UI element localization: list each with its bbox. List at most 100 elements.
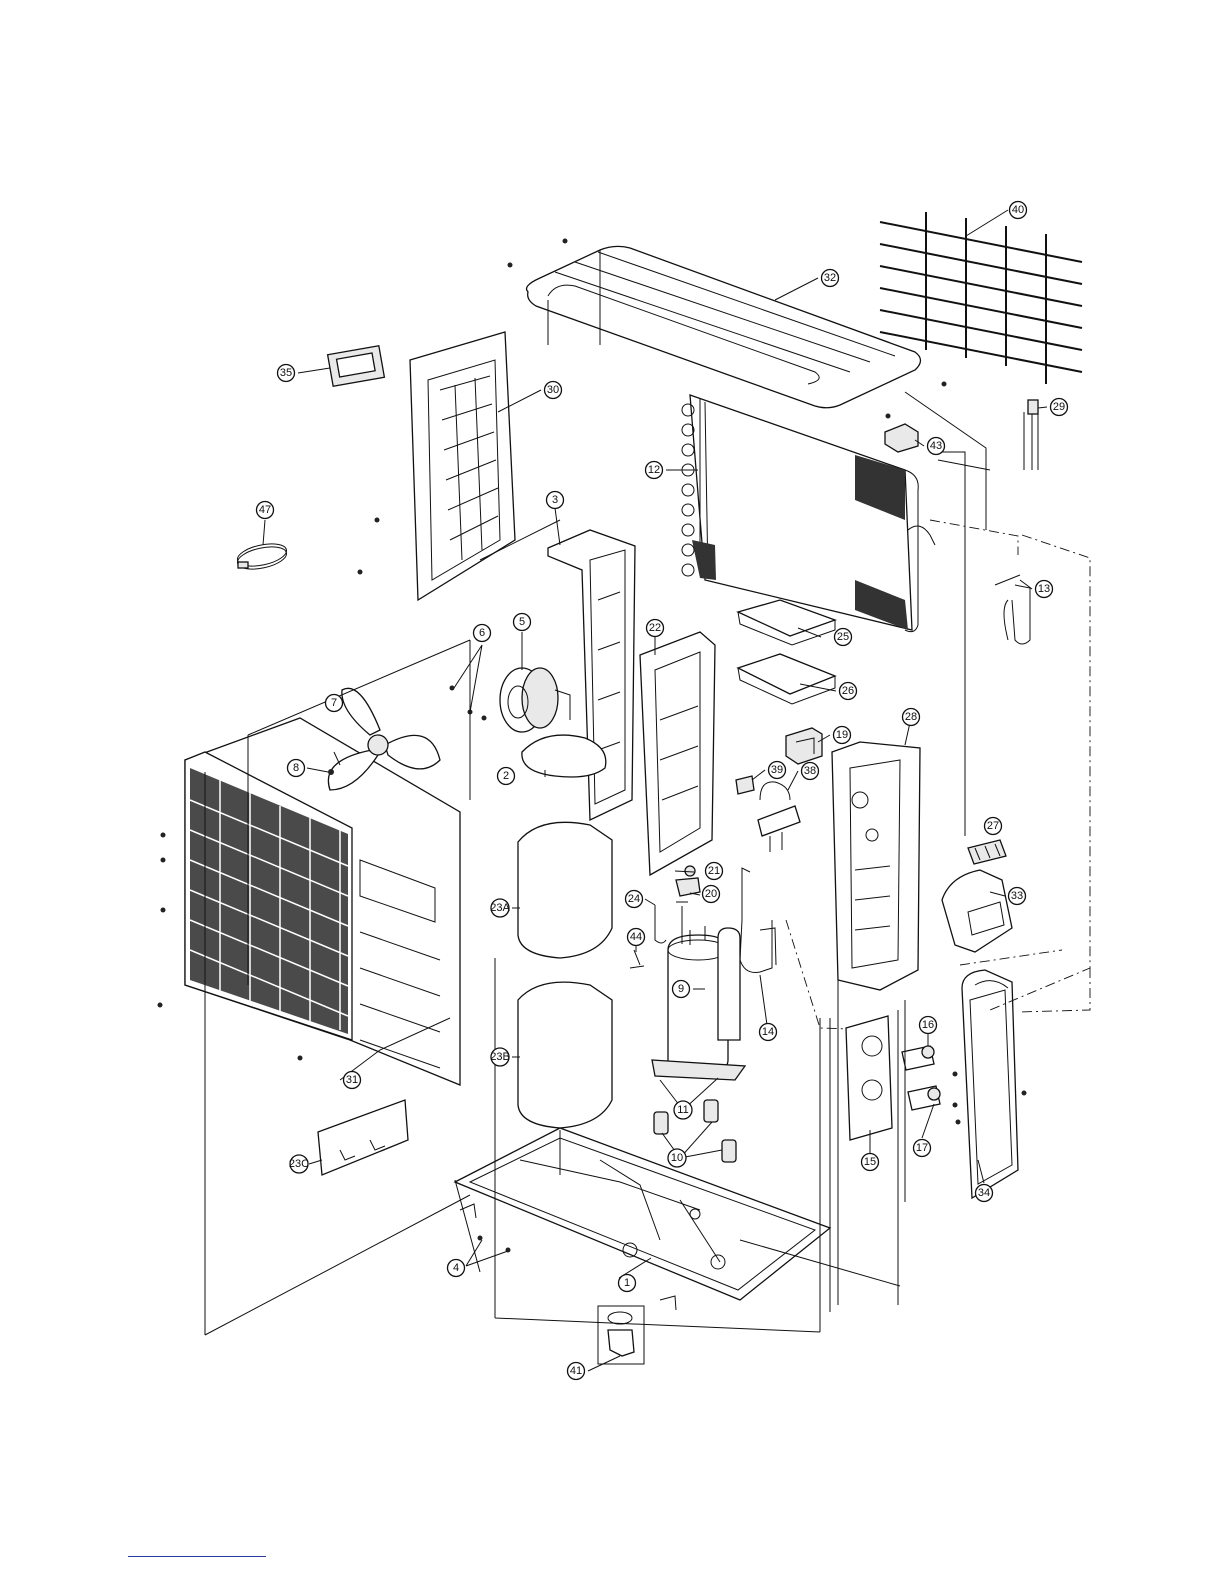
tube-assembly	[995, 575, 1030, 644]
svg-text:15: 15	[864, 1156, 876, 1168]
callout-8: 8	[288, 760, 305, 777]
callout-10: 10	[668, 1149, 686, 1167]
callout-22: 22	[647, 620, 664, 637]
terminal-cover	[328, 346, 385, 387]
callout-3: 3	[547, 492, 564, 509]
svg-text:20: 20	[705, 888, 717, 900]
footer-rule	[128, 1556, 266, 1557]
svg-text:3: 3	[552, 494, 558, 506]
svg-text:4: 4	[453, 1262, 459, 1274]
callout-30: 30	[545, 382, 562, 399]
callout-12: 12	[646, 462, 663, 479]
svg-text:40: 40	[1012, 204, 1024, 216]
svg-text:6: 6	[479, 627, 485, 639]
callout-32: 32	[822, 270, 839, 287]
reactor	[786, 728, 822, 764]
callout-31: 31	[344, 1072, 361, 1089]
callout-13: 13	[1036, 581, 1053, 598]
band-clamp	[235, 540, 288, 573]
svg-text:22: 22	[649, 622, 661, 634]
sensor	[1024, 400, 1038, 470]
callout-9: 9	[673, 981, 690, 998]
terminal-sensor	[655, 905, 666, 943]
svg-text:24: 24	[628, 893, 640, 905]
svg-text:39: 39	[771, 764, 783, 776]
svg-text:7: 7	[331, 697, 337, 709]
callout-14: 14	[760, 1024, 777, 1041]
callout-2: 2	[498, 768, 515, 785]
svg-text:9: 9	[678, 983, 684, 995]
svg-text:44: 44	[630, 931, 642, 943]
svg-text:23C: 23C	[289, 1158, 309, 1170]
side-panel-right	[962, 970, 1027, 1198]
callout-33: 33	[1009, 888, 1026, 905]
callout-28: 28	[903, 709, 920, 726]
fan-motor	[450, 668, 571, 732]
callout-29: 29	[1051, 399, 1068, 416]
callout-26: 26	[840, 683, 857, 700]
callout-39: 39	[769, 762, 786, 779]
callout-20: 20	[703, 886, 720, 903]
four-way-valve	[758, 782, 800, 852]
svg-text:10: 10	[671, 1152, 683, 1164]
callout-24: 24	[626, 891, 643, 908]
callout-5: 5	[514, 614, 531, 631]
callout-40: 40	[1010, 202, 1027, 219]
svg-text:25: 25	[837, 631, 849, 643]
svg-text:16: 16	[922, 1019, 934, 1031]
callout-41: 41	[568, 1363, 585, 1380]
insulation-upper-wrap	[518, 822, 612, 958]
svg-text:27: 27	[987, 820, 999, 832]
callout-15: 15	[862, 1154, 879, 1171]
svg-text:11: 11	[677, 1104, 688, 1116]
valve-coil	[736, 776, 754, 794]
drain-elbow	[598, 1306, 644, 1364]
insulation-top	[522, 735, 606, 777]
coil-holder	[885, 424, 918, 452]
svg-text:31: 31	[346, 1074, 358, 1086]
callout-21: 21	[706, 863, 723, 880]
svg-text:43: 43	[930, 440, 942, 452]
svg-text:33: 33	[1011, 890, 1023, 902]
svg-text:26: 26	[842, 685, 854, 697]
callout-6: 6	[474, 625, 491, 642]
callout-34: 34	[976, 1185, 993, 1202]
svg-text:14: 14	[762, 1026, 774, 1038]
svg-text:28: 28	[905, 711, 917, 723]
svg-text:29: 29	[1053, 401, 1065, 413]
callout-23c: 23C	[289, 1155, 309, 1173]
electrical-box	[640, 632, 715, 875]
service-valve-upper	[902, 1046, 958, 1077]
terminal-block	[968, 840, 1006, 864]
svg-text:12: 12	[648, 464, 660, 476]
base-pan	[455, 1128, 830, 1310]
svg-text:19: 19	[836, 729, 848, 741]
discharge-tube	[740, 868, 772, 973]
callout-27: 27	[985, 818, 1002, 835]
svg-text:35: 35	[280, 367, 292, 379]
callout-35: 35	[278, 365, 295, 382]
svg-text:5: 5	[519, 616, 525, 628]
svg-text:2: 2	[503, 770, 509, 782]
partition-plate	[786, 742, 920, 1030]
insulation-lower-wrap	[518, 982, 612, 1128]
svg-text:41: 41	[570, 1365, 582, 1377]
svg-text:1: 1	[624, 1277, 630, 1289]
svg-text:23B: 23B	[490, 1051, 510, 1063]
callout-47: 47	[257, 502, 274, 519]
callout-44: 44	[628, 929, 645, 946]
callout-23b: 23B	[490, 1048, 510, 1066]
callout-23a: 23A	[490, 899, 510, 917]
svg-text:30: 30	[547, 384, 559, 396]
callout-1: 1	[619, 1275, 636, 1292]
service-valve-lower	[908, 1086, 961, 1125]
valve-plate	[846, 1016, 892, 1140]
callout-4: 4	[448, 1260, 465, 1277]
callout-7: 7	[326, 695, 343, 712]
svg-text:34: 34	[978, 1187, 990, 1199]
svg-text:8: 8	[293, 762, 299, 774]
svg-text:21: 21	[708, 865, 720, 877]
callout-11: 11	[674, 1101, 692, 1119]
callout-38: 38	[802, 763, 819, 780]
